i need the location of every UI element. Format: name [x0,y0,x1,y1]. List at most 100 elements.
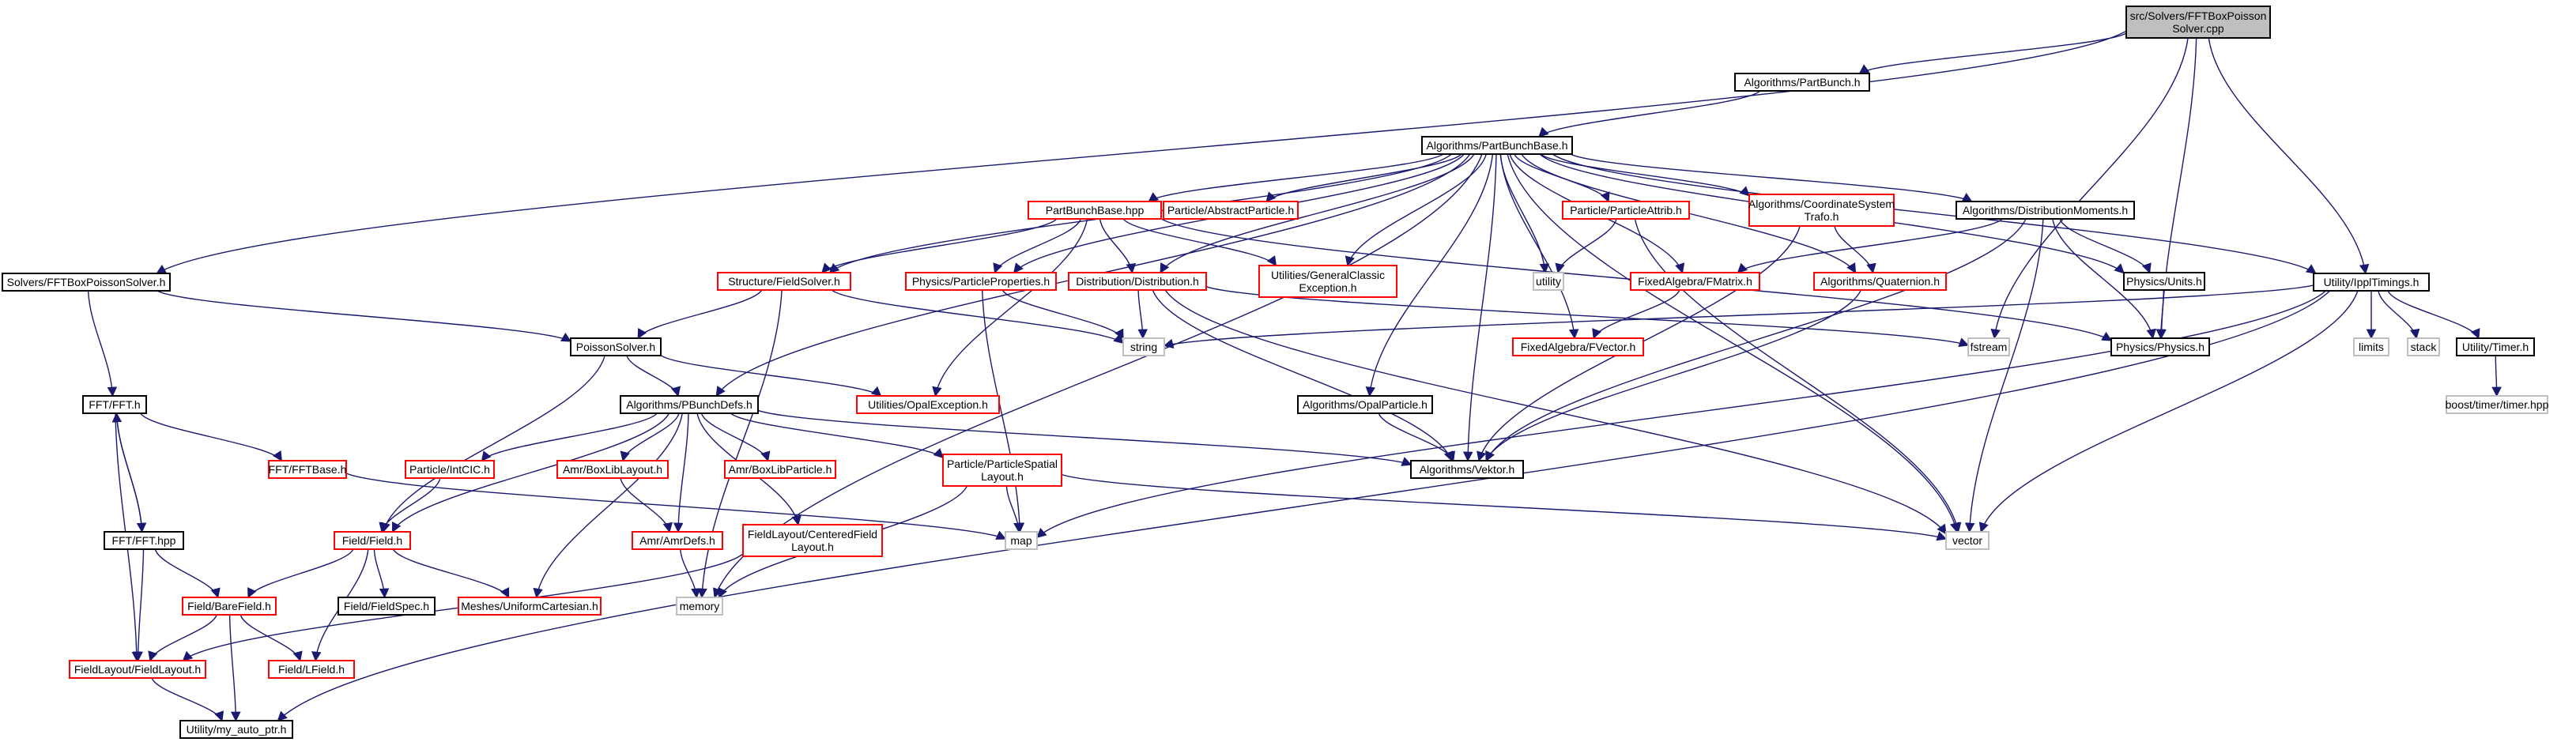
node-box [1163,201,1299,220]
node-boxlibparticle[interactable]: Amr/BoxLibParticle.h [724,460,836,479]
node-label: Field/LField.h [278,663,345,676]
edge-root-to-fftboxsolver_h [156,30,2127,274]
edge-partbunch_h-to-partbunchbase_h [1538,90,1761,137]
node-partbunchbase_hpp[interactable]: PartBunchBase.hpp [1028,201,1162,220]
edge-distmoments-to-physics_h [2052,218,2156,340]
edge-root-to-physics_h [2156,37,2197,340]
edge-fieldsolver-to-string [831,289,1124,345]
edge-distribution-to-string [1137,289,1148,340]
edge-ippltimings-to-vector [1978,290,2359,533]
node-label: Utility/IpplTimings.h [2324,276,2419,288]
node-barefield[interactable]: Field/BareField.h [182,597,277,616]
node-fieldsolver[interactable]: Structure/FieldSolver.h [717,272,851,291]
edge-partbunchbase_hpp-to-opalexception [932,218,1088,397]
edge-root-to-ippltimings [2208,37,2370,275]
node-stack: stack [2407,337,2440,356]
node-label: Solver.cpp [2172,22,2224,35]
edge-fmatrix-to-fvector [1592,289,1680,340]
node-pbunchdefs[interactable]: Algorithms/PBunchDefs.h [620,395,759,414]
node-particleproperties[interactable]: Physics/ParticleProperties.h [905,272,1057,291]
edge-boxliblayout-to-amrdefs [620,477,673,533]
edge-distribution-to-vektor [1152,289,1454,462]
node-partbunch_h[interactable]: Algorithms/PartBunch.h [1734,73,1870,92]
node-boosttimer: boost/timer/timer.hpp [2446,395,2549,414]
edge-pbunchdefs-to-field_h [391,412,670,533]
node-label: Utilities/OpalException.h [868,398,988,411]
node-opalexception[interactable]: Utilities/OpalException.h [856,395,1000,414]
node-fft_h[interactable]: FFT/FFT.h [82,395,147,414]
node-field_h[interactable]: Field/Field.h [334,531,411,550]
node-label: Trafo.h [1805,210,1839,223]
edge-barefield-to-fieldlayout [148,614,217,662]
node-label: src/Solvers/FFTBoxPoisson [2130,9,2267,22]
node-opalparticle[interactable]: Algorithms/OpalParticle.h [1297,395,1433,414]
edge-pbunchdefs-to-intcic [481,412,658,461]
edge-fft_hpp-to-barefield [154,548,221,599]
node-box [1813,272,1947,291]
edge-partbunchbase_h-to-partbunchbase_hpp [1148,153,1444,202]
node-fieldspec[interactable]: Field/FieldSpec.h [338,597,436,616]
node-label: FieldLayout/CenteredField [748,528,877,540]
edge-coordsys-to-quaternion [1834,225,1876,274]
node-box [717,272,851,291]
node-box [570,337,662,356]
node-label: utility [1536,275,1561,288]
edge-poissonsolver-to-opalexception [660,354,882,397]
node-box [82,395,147,414]
node-physicsunits[interactable]: Physics/Units.h [2123,272,2205,291]
node-label: Algorithms/DistributionMoments.h [1963,204,2128,217]
node-myautoptr[interactable]: Utility/my_auto_ptr.h [179,720,293,739]
node-intcic[interactable]: Particle/IntCIC.h [405,460,495,479]
node-root[interactable]: src/Solvers/FFTBoxPoissonSolver.cpp [2125,6,2271,39]
node-fftbase[interactable]: FFT/FFTBase.h [268,460,347,479]
node-label: FFT/FFT.hpp [112,534,176,547]
node-box [620,395,759,414]
edge-poissonsolver-to-field_h [380,355,605,533]
node-fvector[interactable]: FixedAlgebra/FVector.h [1512,337,1644,356]
node-fft_hpp[interactable]: FFT/FFT.hpp [104,531,184,550]
node-quaternion[interactable]: Algorithms/Quaternion.h [1813,272,1947,291]
node-fmatrix[interactable]: FixedAlgebra/FMatrix.h [1630,272,1760,291]
node-boxliblayout[interactable]: Amr/BoxLibLayout.h [556,460,669,479]
node-ippltimings[interactable]: Utility/IpplTimings.h [2313,273,2430,292]
node-map: map [1005,531,1038,550]
edge-physicsunits-to-physics_h [2155,289,2167,340]
node-label: vector [1952,534,1982,547]
node-distmoments[interactable]: Algorithms/DistributionMoments.h [1956,201,2135,220]
node-partbunchbase_h[interactable]: Algorithms/PartBunchBase.h [1421,136,1573,155]
node-label: Physics/Units.h [2126,275,2202,288]
node-fieldlayout[interactable]: FieldLayout/FieldLayout.h [69,660,206,679]
node-box [405,460,495,479]
node-label: Structure/FieldSolver.h [728,275,840,288]
node-amrdefs[interactable]: Amr/AmrDefs.h [632,531,723,550]
node-box [942,454,1062,487]
node-label: FixedAlgebra/FMatrix.h [1638,275,1752,288]
node-distribution[interactable]: Distribution/Distribution.h [1068,272,1207,291]
node-physics_h[interactable]: Physics/Physics.h [2110,337,2210,356]
node-box [2110,337,2210,356]
node-fstream: fstream [1967,337,2010,356]
node-box [856,395,1000,414]
node-timer_h[interactable]: Utility/Timer.h [2456,337,2535,356]
edge-ippltimings-to-myautoptr [277,290,2330,721]
edge-fieldlayout-to-myautoptr [151,677,224,722]
node-abstractparticle[interactable]: Particle/AbstractParticle.h [1163,201,1299,220]
node-vektor[interactable]: Algorithms/Vektor.h [1410,460,1524,479]
edge-quaternion-to-vektor [1485,289,1862,462]
node-lfield[interactable]: Field/LField.h [268,660,355,679]
edge-pbunchdefs-to-vektor [757,409,1412,466]
edge-ippltimings-to-stack [2378,290,2420,340]
node-label: Physics/Physics.h [2116,341,2204,353]
node-box [338,597,436,616]
node-box [724,460,836,479]
edge-partbunchbase_h-to-opalparticle [1365,153,1494,397]
node-fftboxsolver_h[interactable]: Solvers/FFTBoxPoissonSolver.h [2,273,171,292]
node-particleattrib[interactable]: Particle/ParticleAttrib.h [1562,201,1690,220]
node-uniformcartesian[interactable]: Meshes/UniformCartesian.h [458,597,602,616]
node-poissonsolver[interactable]: PoissonSolver.h [570,337,662,356]
